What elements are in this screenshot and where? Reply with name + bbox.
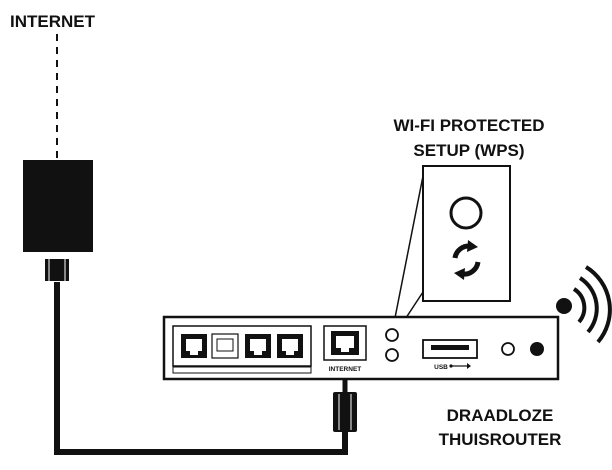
router-label-line2: THUISROUTER [439, 430, 562, 449]
modem-connector-icon [43, 257, 71, 283]
lan-port-1 [181, 334, 207, 358]
internet-port-label: INTERNET [329, 366, 362, 373]
wps-button-small-icon [385, 348, 399, 362]
power-led-icon [501, 342, 515, 356]
usb-port-label: USB [434, 364, 448, 371]
wps-button-icon [449, 196, 483, 230]
modem-icon [23, 160, 93, 252]
lan-port-4 [277, 334, 303, 358]
wps-refresh-icon [452, 240, 481, 280]
wps-callout-box [422, 165, 511, 302]
wps-label-line1: WI-FI PROTECTED [393, 116, 544, 135]
wps-label-line2: SETUP (WPS) [413, 141, 524, 160]
cable-plug-icon [333, 392, 357, 432]
internet-port [331, 331, 359, 355]
power-button-icon [530, 342, 544, 356]
internet-label: INTERNET [10, 12, 96, 31]
usb-icon [449, 363, 471, 369]
callout-pointer-left [392, 175, 424, 329]
wifi-signal-icon [556, 265, 612, 344]
router-label-line1: DRAADLOZE [447, 406, 554, 425]
lan-port-strip [172, 366, 312, 374]
ethernet-cable [54, 282, 348, 455]
lan-port-3 [245, 334, 271, 358]
wps-led-icon [385, 328, 399, 342]
lan-port-2 [211, 333, 239, 359]
